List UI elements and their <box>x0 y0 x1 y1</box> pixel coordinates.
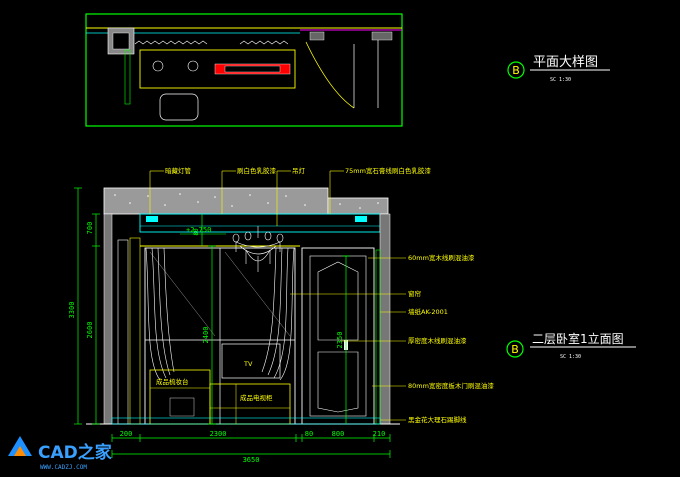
callout-right-2: 窗帘 <box>408 289 422 298</box>
glass-reflection-1 <box>149 251 216 337</box>
plan-title-block: B 平面大样图 SC 1:30 <box>507 55 610 83</box>
right-wall <box>379 213 391 425</box>
dim-bottom-5: 210 <box>373 430 386 438</box>
plan-stool <box>159 93 199 121</box>
plan-side-strip <box>124 49 131 105</box>
label-vanity: 成品梳妆台 <box>156 377 189 386</box>
level-mark: +2.750 <box>186 226 211 234</box>
callout-top-3: 吊灯 <box>292 166 306 175</box>
plan-view <box>85 13 403 127</box>
callout-top-4: 75mm宽石膏线刷白色乳胶漆 <box>345 166 431 175</box>
callout-right-6: 黑金花大理石踢脚线 <box>408 415 467 424</box>
dim-bottom-4: 800 <box>332 430 345 438</box>
glass-reflection-2 <box>224 251 291 337</box>
callout-right-3: 墙纸AK-2001 <box>408 307 448 316</box>
callout-right-1: 60mm宽木线刷混油漆 <box>408 253 475 262</box>
dimension-lines <box>74 187 391 458</box>
label-tv: TV <box>243 360 253 368</box>
left-trim <box>117 239 129 425</box>
ceiling-cove <box>139 213 381 233</box>
curtain-right <box>261 247 295 381</box>
right-callouts <box>290 257 406 421</box>
plan-title: 平面大样图 <box>533 55 598 70</box>
plan-lamp-left <box>152 60 164 72</box>
plan-column-core <box>112 32 130 50</box>
plan-badge-letter: B <box>512 64 520 77</box>
dim-left-top: 700 <box>86 222 94 235</box>
dim-bottom-2: 2300 <box>210 430 227 438</box>
elevation-badge-letter: B <box>511 343 519 356</box>
label-tv-cabinet: 成品电视柜 <box>240 393 273 402</box>
dim-bottom-total: 3650 <box>243 456 260 464</box>
dim-bottom-1: 200 <box>120 430 133 438</box>
callout-right-4: 厚密度木线刷混油漆 <box>408 336 467 345</box>
dim-left-outer: 3300 <box>68 302 76 319</box>
plan-door-jamb-left <box>309 31 325 41</box>
dim-door-height: 2350 <box>336 332 344 349</box>
door-panel-bottom <box>317 351 359 413</box>
left-wall <box>103 213 113 425</box>
ceiling-slab <box>103 187 329 215</box>
cove-light-right <box>355 216 367 222</box>
vanity-mirror <box>169 397 195 417</box>
ceiling-slab-step <box>327 197 389 215</box>
callout-top-1: 暗藏灯管 <box>165 166 192 175</box>
callout-top-2: 刷白色乳胶漆 <box>237 166 277 175</box>
logo-url: WWW.CADZJ.COM <box>40 464 87 471</box>
plan-curtain-left <box>134 40 208 45</box>
tv-screen <box>221 343 281 379</box>
plan-frame <box>85 13 403 127</box>
callout-right-5: 80mm宽密度板木门刷混油漆 <box>408 381 494 390</box>
plan-tv-unit-inner <box>224 65 281 73</box>
door-trim-right <box>375 249 381 425</box>
logo-text: CAD之家 <box>38 442 112 463</box>
elevation-title: 二层卧室1立面图 <box>532 331 624 346</box>
plan-badge-circle <box>507 61 525 79</box>
chandelier <box>232 226 284 272</box>
baseboard <box>111 417 381 425</box>
top-callouts <box>149 170 344 226</box>
slab-hatch <box>114 193 379 209</box>
curtain-left <box>145 247 175 381</box>
elevation-scale: SC 1:30 <box>560 354 581 360</box>
elevation-view: +2.750 <box>86 187 400 425</box>
cadzj-logo: CAD之家 WWW.CADZJ.COM <box>8 436 112 471</box>
elevation-badge-circle <box>506 340 524 358</box>
plan-curtain-right <box>239 40 289 45</box>
plan-door-jamb <box>371 31 393 41</box>
dim-ceiling-gap: 80 <box>193 228 200 236</box>
dim-bottom-3: 80 <box>305 430 313 438</box>
door-panel-top <box>317 261 359 341</box>
dim-left-inner: 2600 <box>86 322 94 339</box>
elevation-title-block: B 二层卧室1立面图 SC 1:30 <box>506 331 636 360</box>
plan-lamp-right <box>187 60 199 72</box>
door-leaf <box>309 255 367 417</box>
plan-scale: SC 1:30 <box>550 77 571 83</box>
logo-mark-inner <box>14 446 26 456</box>
dim-window-height: 2400 <box>202 327 210 344</box>
plan-door-arc <box>305 41 355 109</box>
curtain-side-panel <box>129 237 141 425</box>
cove-light-left <box>146 216 158 222</box>
plan-cabinet <box>139 49 296 89</box>
